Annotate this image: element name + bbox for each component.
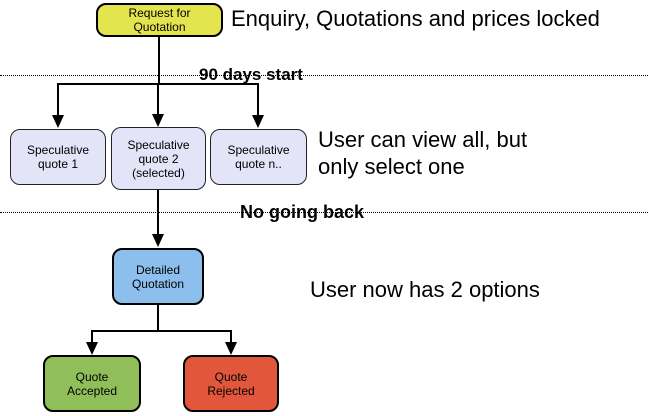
node-quote-accepted: Quote Accepted: [43, 355, 141, 412]
phase-label-90-days-start: 90 days start: [199, 65, 303, 84]
annotation-view-all-select-one: User can view all, but only select one: [318, 127, 528, 179]
arrow-down-icon: [86, 342, 98, 355]
node-label: Speculative quote n..: [227, 143, 290, 171]
node-speculative-quote-2: Speculative quote 2 (selected): [111, 127, 206, 190]
connector-drop-quoten: [257, 83, 259, 116]
arrow-down-icon: [52, 115, 64, 128]
arrow-down-icon: [152, 114, 164, 127]
phase-label-no-going-back: No going back: [240, 202, 365, 222]
connector-drop-quote1: [57, 83, 59, 116]
arrow-down-icon: [152, 234, 164, 247]
annotation-two-options: User now has 2 options: [310, 277, 540, 302]
node-speculative-quote-n: Speculative quote n..: [210, 129, 307, 185]
node-request-for-quotation: Request for Quotation: [96, 3, 223, 37]
connector-branch-bottom: [91, 330, 232, 332]
node-quote-rejected: Quote Rejected: [183, 355, 279, 412]
node-label: Speculative quote 2 (selected): [127, 137, 190, 180]
connector-drop-quote2: [157, 83, 159, 116]
connector-quote2-to-detailed: [157, 190, 159, 235]
node-label: Request for Quotation: [128, 6, 191, 34]
node-label: Quote Accepted: [66, 369, 118, 398]
connector-drop-accepted: [91, 330, 93, 343]
arrow-down-icon: [252, 115, 264, 128]
node-label: Speculative quote 1: [26, 143, 90, 171]
dotted-separator-no-going-back: [0, 212, 648, 213]
node-label: Quote Rejected: [207, 369, 255, 398]
node-speculative-quote-1: Speculative quote 1: [10, 129, 106, 185]
dotted-separator-90-days: [0, 75, 648, 76]
node-detailed-quotation: Detailed Quotation: [112, 248, 204, 305]
arrow-down-icon: [225, 342, 237, 355]
node-label: Detailed Quotation: [131, 262, 185, 291]
connector-request-to-branch: [158, 37, 160, 84]
annotation-enquiry-prices-locked: Enquiry, Quotations and prices locked: [231, 6, 600, 31]
connector-drop-rejected: [230, 330, 232, 343]
connector-detailed-to-branch: [157, 305, 159, 332]
